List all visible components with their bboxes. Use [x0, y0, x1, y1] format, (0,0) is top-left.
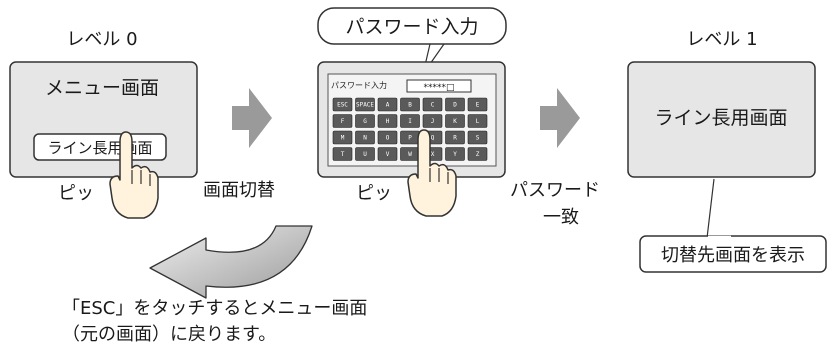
keypad-key-label: Y [453, 151, 457, 158]
keypad-key-v[interactable]: V [377, 147, 398, 161]
keypad-key-label: S [476, 135, 480, 142]
keypad-key-label: X [431, 151, 435, 158]
keypad-key-r[interactable]: R [445, 130, 465, 145]
keypad-key-label: SPACE [356, 102, 374, 109]
keypad-key-p[interactable]: P [400, 130, 420, 145]
keypad-key-label: H [386, 118, 390, 125]
keypad-key-label: F [341, 118, 345, 125]
level1-label: レベル 1 [686, 29, 757, 50]
level0-line-button[interactable] [33, 133, 167, 161]
keypad-key-m[interactable]: M [332, 130, 353, 145]
password-input-field[interactable] [406, 79, 472, 93]
keypad-key-esc[interactable]: ESC [332, 97, 353, 112]
keypad-key-y[interactable]: Y [445, 147, 465, 161]
keypad-key-t[interactable]: T [332, 147, 353, 161]
keypad-key-label: M [341, 135, 345, 142]
keypad-key-label: J [431, 118, 435, 125]
password-callout-label: パスワード入力 [345, 16, 478, 38]
password-masked-value: *****□ [423, 83, 454, 93]
keypad-key-i[interactable]: I [400, 114, 420, 128]
keypad-key-label: B [408, 102, 412, 109]
keypad-key-label: T [341, 151, 345, 158]
keypad-key-label: U [363, 151, 367, 158]
keypad-key-label: W [408, 151, 412, 158]
keypad-key-label: P [408, 135, 412, 142]
level0-label: レベル 0 [66, 29, 137, 50]
password-match-label-1: パスワード [510, 180, 600, 201]
keypad-key-s[interactable]: S [467, 130, 488, 145]
keypad-key-j[interactable]: J [422, 114, 443, 128]
keypad-key-label: A [386, 102, 390, 109]
keypad-key-label: O [386, 135, 390, 142]
keypad-key-label: Z [476, 151, 480, 158]
keypad-key-space[interactable]: SPACE [355, 97, 375, 112]
keypad-key-g[interactable]: G [355, 114, 375, 128]
keypad-key-label: C [431, 102, 435, 109]
keypad-key-label: D [453, 102, 457, 109]
keypad-key-z[interactable]: Z [467, 147, 488, 161]
esc-note-line-2: （元の画面）に戻ります。 [62, 324, 276, 345]
keypad-key-e[interactable]: E [467, 97, 488, 112]
screen-switch-label: 画面切替 [203, 180, 275, 201]
keypad-key-f[interactable]: F [332, 114, 353, 128]
tap-text-1: ピッ [58, 183, 94, 204]
tap-hand-icon-2 [407, 129, 457, 217]
keypad-key-k[interactable]: K [445, 114, 465, 128]
tap-text-2: ピッ [356, 183, 392, 204]
return-arrow-icon [149, 225, 313, 299]
keypad-key-label: N [363, 135, 367, 142]
keypad-key-label: E [476, 102, 480, 109]
keypad-key-u[interactable]: U [355, 147, 375, 161]
keypad-key-label: K [453, 118, 457, 125]
password-callout-bubble [317, 7, 507, 45]
keypad-key-label: R [453, 135, 457, 142]
keypad-key-label: Q [431, 135, 435, 142]
keypad-key-h[interactable]: H [377, 114, 398, 128]
password-match-label-2: 一致 [543, 207, 579, 228]
tap-hand-icon-1 [109, 131, 159, 219]
right-arrow-icon-1 [232, 88, 272, 148]
keypad-key-w[interactable]: W [400, 147, 420, 161]
keypad-key-o[interactable]: O [377, 130, 398, 145]
switch-callout-box [639, 235, 827, 273]
keypad-key-label: ESC [337, 102, 348, 109]
level0-screen-title: メニュー画面 [45, 77, 159, 99]
level0-line-button-label: ライン長用画面 [47, 139, 152, 157]
switch-callout-text: 切替先画面を表示 [661, 245, 805, 266]
keypad-key-d[interactable]: D [445, 97, 465, 112]
level1-panel [627, 61, 816, 178]
level1-screen-title: ライン長用画面 [654, 107, 787, 129]
esc-note-line-1: 「ESC」をタッチするとメニュー画面 [62, 298, 367, 319]
keypad-key-label: I [408, 118, 412, 125]
password-input-title: パスワード入力 [331, 80, 387, 90]
keypad-key-label: V [386, 151, 390, 158]
keypad-key-label: L [476, 118, 480, 125]
right-arrow-icon-2 [540, 88, 580, 148]
keypad-key-l[interactable]: L [467, 114, 488, 128]
keypad-key-label: G [363, 118, 367, 125]
keypad-key-n[interactable]: N [355, 130, 375, 145]
keypad-key-a[interactable]: A [377, 97, 398, 112]
switch-callout-pointer [706, 178, 732, 239]
keypad-key-b[interactable]: B [400, 97, 420, 112]
keypad-key-c[interactable]: C [422, 97, 443, 112]
password-keypad: ESC SPACE A B C D E F G H I J K L M N O P Q R S T U V W X Y Z [332, 97, 488, 161]
